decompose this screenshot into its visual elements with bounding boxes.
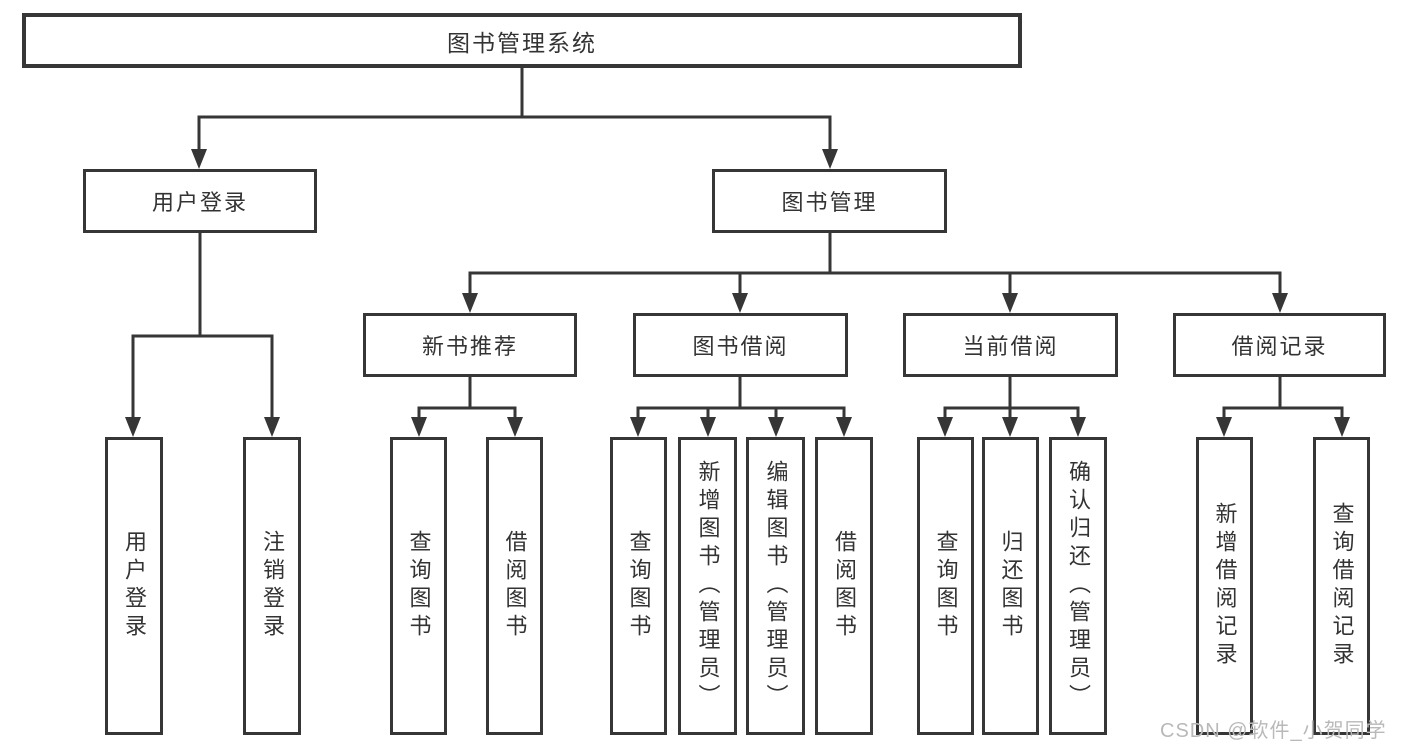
node-current-borrowing: 当前借阅: [903, 313, 1118, 377]
node-query-books-current: 查询图书: [917, 437, 974, 735]
arrowhead-icon: [937, 417, 953, 437]
node-edit-books-admin: 编辑图书（管理员）: [746, 437, 805, 735]
arrowhead-icon: [1216, 417, 1232, 437]
node-user-login-leaf: 用户登录: [105, 437, 163, 735]
arrowhead-icon: [700, 417, 716, 437]
arrowhead-icon: [191, 149, 207, 169]
arrowhead-icon: [1334, 417, 1350, 437]
node-book-borrowing: 图书借阅: [633, 313, 848, 377]
arrowhead-icon: [768, 417, 784, 437]
arrowhead-icon: [1070, 417, 1086, 437]
node-borrow-books-borrowing: 借阅图书: [815, 437, 873, 735]
arrowhead-icon: [1002, 293, 1018, 313]
watermark: CSDN @软件_小贺同学: [1160, 720, 1387, 742]
node-query-books-borrowing: 查询图书: [610, 437, 667, 735]
node-add-books-admin: 新增图书（管理员）: [678, 437, 737, 735]
arrowhead-icon: [1272, 293, 1288, 313]
arrowhead-icon: [732, 293, 748, 313]
node-library-system: 图书管理系统: [22, 13, 1022, 68]
arrowhead-icon: [1002, 417, 1018, 437]
arrowhead-icon: [411, 417, 427, 437]
node-add-borrow-record: 新增借阅记录: [1196, 437, 1253, 735]
node-query-borrow-record: 查询借阅记录: [1313, 437, 1370, 735]
node-borrow-records: 借阅记录: [1173, 313, 1386, 377]
node-book-management: 图书管理: [712, 169, 947, 233]
node-return-books: 归还图书: [982, 437, 1039, 735]
arrowhead-icon: [822, 149, 838, 169]
arrowhead-icon: [264, 417, 280, 437]
arrowhead-icon: [836, 417, 852, 437]
arrowhead-icon: [630, 417, 646, 437]
node-new-book-recommend: 新书推荐: [363, 313, 577, 377]
node-query-books-recommend: 查询图书: [390, 437, 447, 735]
arrowhead-icon: [125, 417, 141, 437]
node-borrow-books-recommend: 借阅图书: [486, 437, 543, 735]
node-logout: 注销登录: [243, 437, 301, 735]
node-confirm-return-admin: 确认归还（管理员）: [1049, 437, 1107, 735]
arrowhead-icon: [507, 417, 523, 437]
arrowhead-icon: [462, 293, 478, 313]
node-user-login: 用户登录: [83, 169, 317, 233]
